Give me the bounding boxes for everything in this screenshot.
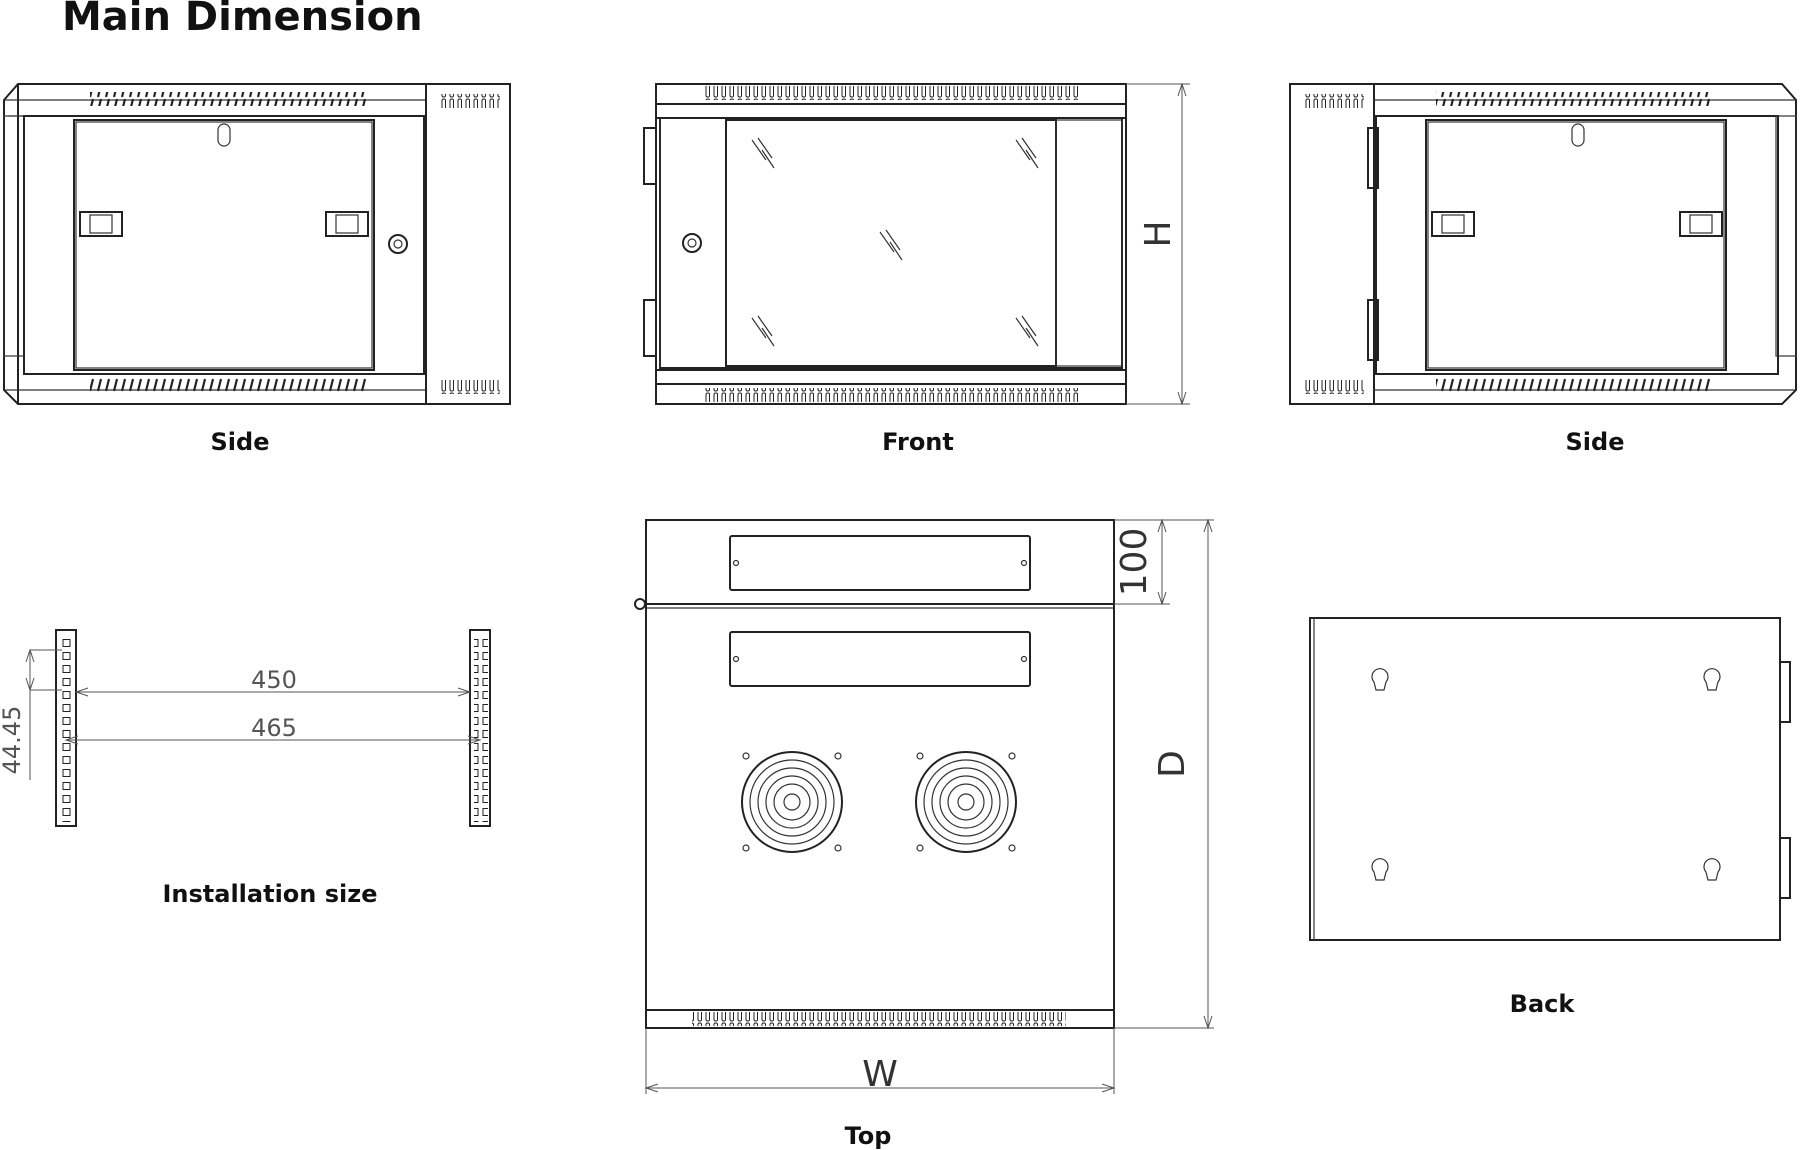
side-view-left [3,83,511,405]
top-view [634,518,1214,1094]
fan-left [741,751,843,853]
dimension-width: W [862,1054,898,1095]
installation-rails [25,629,491,827]
dimension-top-offset: 100 [1114,528,1155,597]
label-installation: Installation size [162,880,377,908]
page-title: Main Dimension [62,0,423,40]
label-side-right: Side [1566,428,1625,456]
side-view-right [1289,83,1797,405]
dimension-depth: D [1152,750,1193,778]
back-view [1309,617,1791,941]
dimension-rail-outer: 465 [251,714,297,742]
label-side-left: Side [211,428,270,456]
dimension-unit-pitch: 44.45 [0,706,26,775]
label-top: Top [845,1122,892,1150]
dimension-height: H [1138,220,1179,247]
label-back: Back [1510,990,1576,1018]
dimension-rail-inner: 450 [251,666,297,694]
front-view [643,82,1190,406]
fan-right [915,751,1017,853]
label-front: Front [882,428,954,456]
